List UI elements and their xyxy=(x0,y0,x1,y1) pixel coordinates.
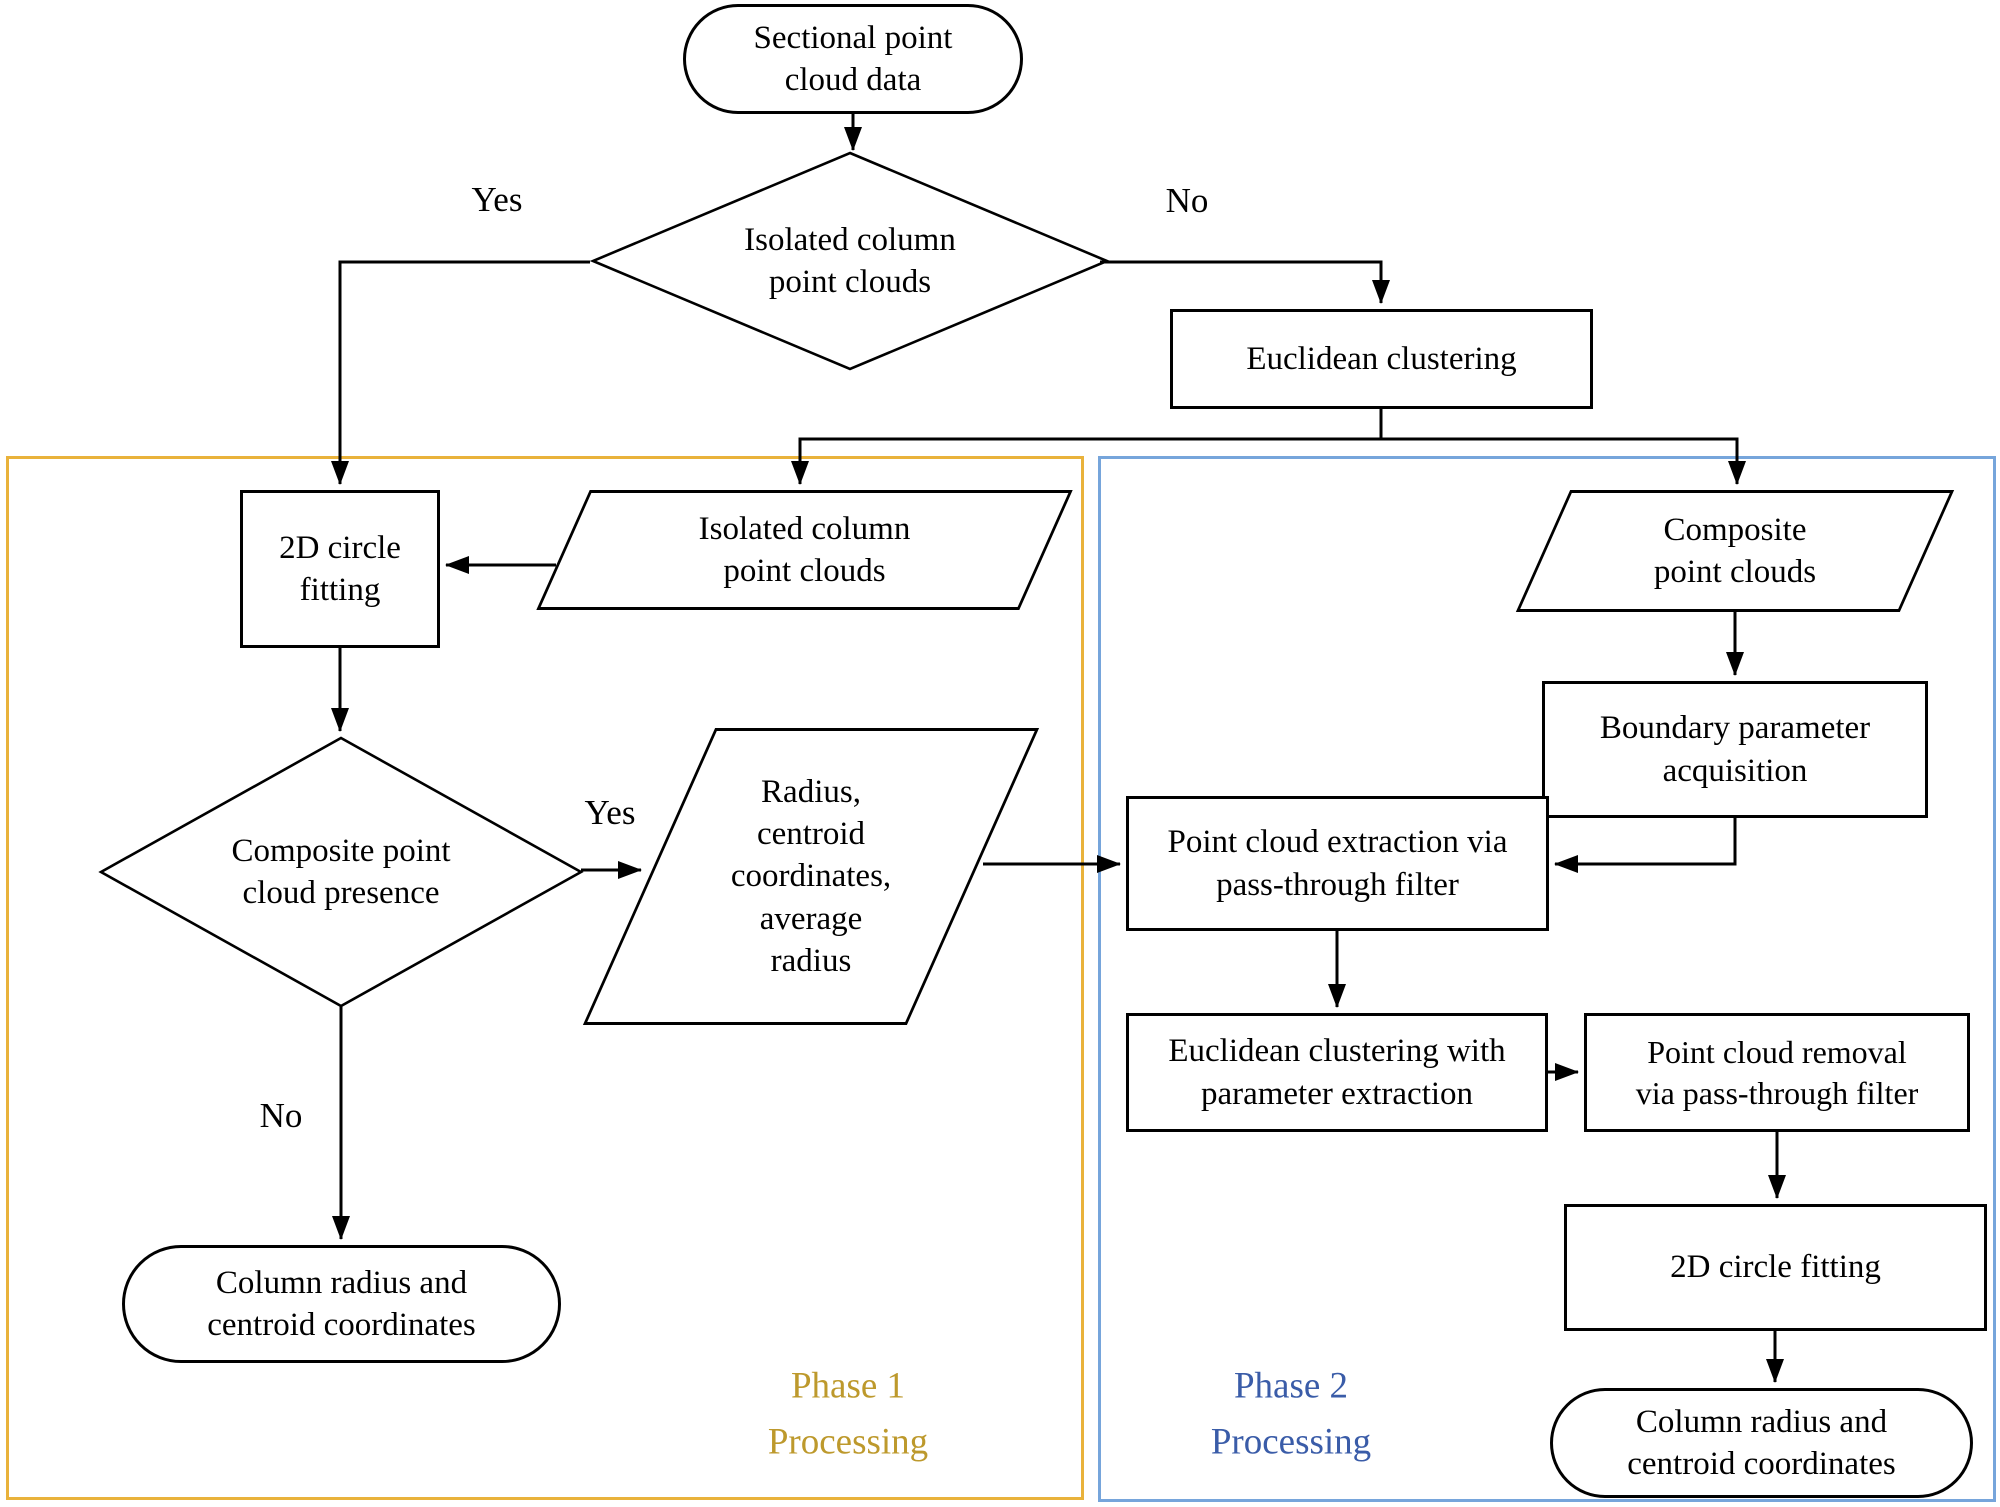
node-cloud-extraction: Point cloud extraction via pass-through … xyxy=(1126,796,1549,931)
diamond-shape xyxy=(593,153,1107,369)
node-circle-fitting-2: 2D circle fitting xyxy=(1564,1204,1987,1331)
node-cloud-removal: Point cloud removal via pass-through fil… xyxy=(1584,1013,1970,1132)
node-result-1: Column radius and centroid coordinates xyxy=(122,1245,561,1363)
node-start: Sectional point cloud data xyxy=(683,4,1023,114)
node-boundary-acquisition: Boundary parameter acquisition xyxy=(1542,681,1928,818)
node-isolated-clouds: Isolated column point clouds xyxy=(533,490,1076,610)
node-composite-clouds: Composite point clouds xyxy=(1513,490,1957,612)
node-clustering-extraction-label: Euclidean clustering with parameter extr… xyxy=(1168,1033,1506,1112)
node-isolated-clouds-label: Isolated column point clouds xyxy=(698,510,911,589)
node-radius-output-label: Radius, centroid coordinates, average ra… xyxy=(730,773,892,979)
node-euclidean-clustering-label: Euclidean clustering xyxy=(1246,340,1517,377)
edge-label-no-isolated: No xyxy=(1165,181,1209,220)
node-decision-isolated: Isolated column point clouds xyxy=(593,153,1107,369)
node-euclidean-clustering: Euclidean clustering xyxy=(1170,309,1593,409)
node-result-2-label: Column radius and centroid coordinates xyxy=(1627,1403,1896,1482)
connector-yes-to-circle-fitting xyxy=(331,260,590,485)
phase2-container xyxy=(1098,456,1996,1502)
node-result-1-label: Column radius and centroid coordinates xyxy=(207,1264,476,1343)
node-clustering-extraction: Euclidean clustering with parameter extr… xyxy=(1126,1013,1548,1132)
phase2-label: Phase 2 Processing xyxy=(1210,1365,1372,1463)
node-radius-output: Radius, centroid coordinates, average ra… xyxy=(581,728,1041,1025)
connector-no-to-clustering xyxy=(1100,260,1390,304)
edge-label-no-composite: No xyxy=(259,1096,303,1135)
node-start-label: Sectional point cloud data xyxy=(753,19,953,98)
node-cloud-extraction-label: Point cloud extraction via pass-through … xyxy=(1167,824,1508,903)
phase1-label: Phase 1 Processing xyxy=(767,1365,929,1463)
node-decision-composite: Composite point cloud presence xyxy=(101,738,581,1006)
node-circle-fitting-1-label: 2D circle fitting xyxy=(279,529,401,608)
node-circle-fitting-1: 2D circle fitting xyxy=(240,490,440,648)
node-decision-composite-label: Composite point cloud presence xyxy=(231,832,451,911)
edge-label-yes-composite: Yes xyxy=(584,793,636,832)
node-boundary-acquisition-label: Boundary parameter acquisition xyxy=(1599,710,1871,789)
node-decision-isolated-label: Isolated column point clouds xyxy=(744,221,956,300)
node-circle-fitting-2-label: 2D circle fitting xyxy=(1670,1249,1881,1286)
edge-label-yes-isolated: Yes xyxy=(471,180,523,219)
node-result-2: Column radius and centroid coordinates xyxy=(1550,1388,1973,1498)
node-composite-clouds-label: Composite point clouds xyxy=(1653,511,1817,590)
node-cloud-removal-label: Point cloud removal via pass-through fil… xyxy=(1635,1033,1919,1111)
